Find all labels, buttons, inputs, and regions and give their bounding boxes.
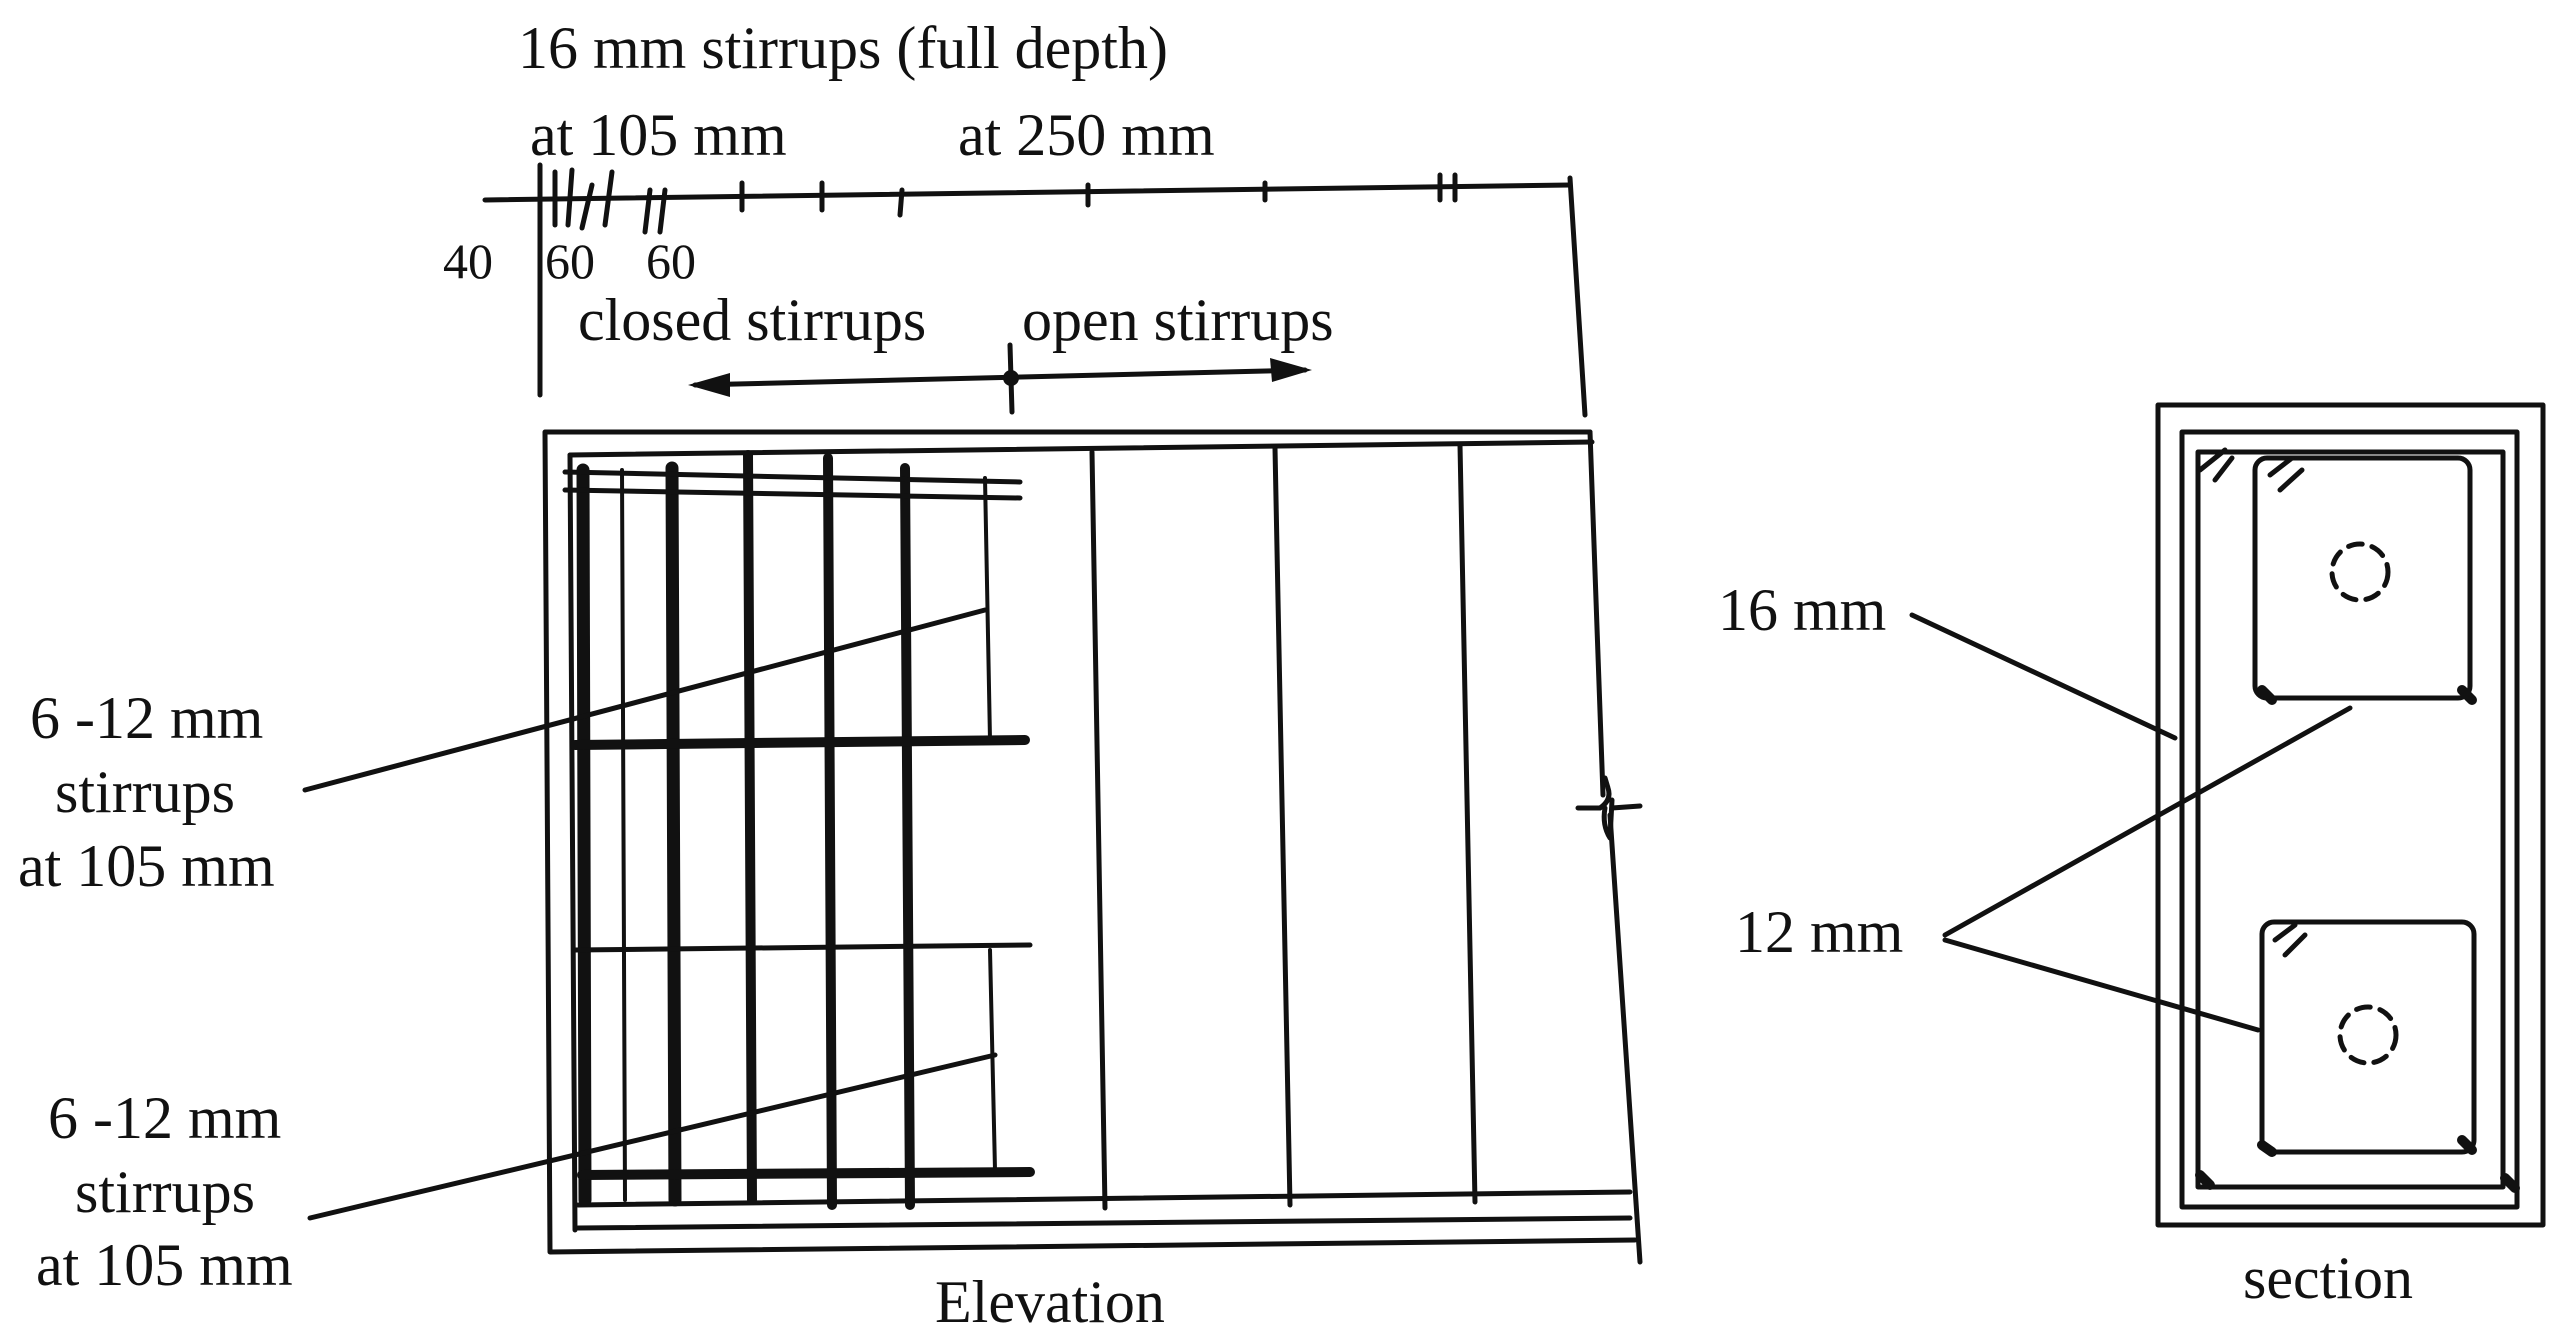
spacing-105-label: at 105 mm: [530, 102, 787, 168]
upper-stirrup-label-line-1: 6 -12 mm: [30, 685, 263, 751]
open-stirrups-label: open stirrups: [1022, 287, 1334, 353]
stirrups-full-depth-label: 16 mm stirrups (full depth): [518, 15, 1168, 81]
top-dimension-line: [482, 162, 1588, 418]
elevation-beam: [302, 429, 1643, 1265]
closed-stirrups-label: closed stirrups: [578, 287, 926, 353]
upper-stirrup-label-line-2: stirrups: [55, 759, 235, 825]
bar-16mm-label: 16 mm: [1718, 577, 1886, 643]
beam-section: [1909, 402, 2546, 1228]
bar-12mm-label: 12 mm: [1735, 899, 1903, 965]
lower-stirrup-label-line-1: 6 -12 mm: [48, 1085, 281, 1151]
section-caption: section: [2243, 1245, 2413, 1311]
dimension-40-label: 40: [443, 233, 493, 289]
dimension-60-label-b: 60: [646, 233, 696, 289]
closed-open-arrow: [688, 342, 1312, 415]
lower-stirrup-label-line-3: at 105 mm: [36, 1232, 293, 1298]
lower-stirrup-label-line-2: stirrups: [75, 1159, 255, 1225]
elevation-caption: Elevation: [935, 1269, 1165, 1335]
upper-stirrup-label-line-3: at 105 mm: [18, 833, 275, 899]
spacing-250-label: at 250 mm: [958, 102, 1215, 168]
dimension-60-label-a: 60: [545, 233, 595, 289]
